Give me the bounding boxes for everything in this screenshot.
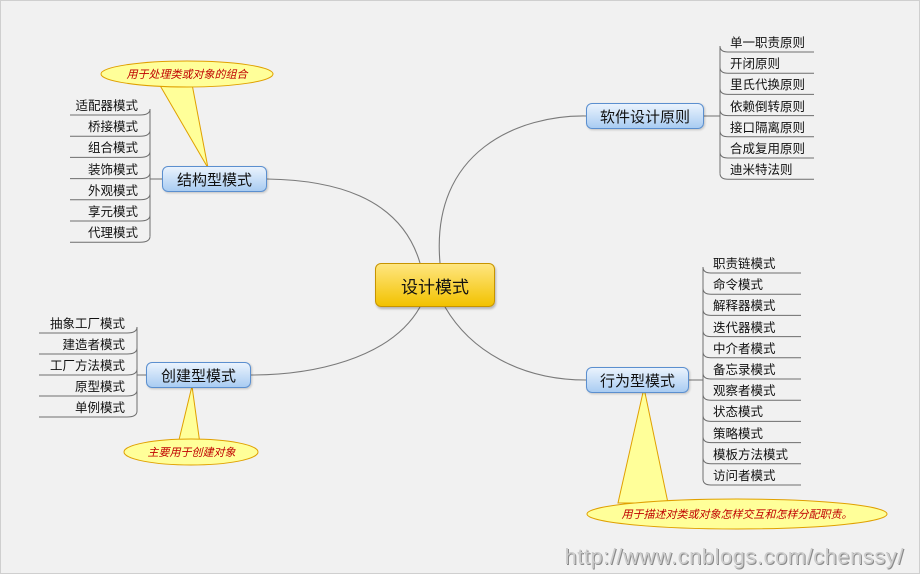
structural-item[interactable]: 组合模式 bbox=[87, 140, 138, 156]
behavioral-item[interactable]: 中介者模式 bbox=[713, 340, 776, 356]
behavioral-item[interactable]: 解释器模式 bbox=[713, 298, 776, 314]
principle-item[interactable]: 接口隔离原则 bbox=[730, 119, 806, 135]
behavioral-item[interactable]: 命令模式 bbox=[713, 277, 764, 293]
behavioral-item[interactable]: 模板方法模式 bbox=[713, 446, 789, 462]
structural-item[interactable]: 桥接模式 bbox=[87, 119, 138, 135]
principle-item[interactable]: 迪米特法则 bbox=[730, 162, 793, 178]
structural-item[interactable]: 适配器模式 bbox=[75, 98, 138, 113]
branch-creational-patterns[interactable]: 创建型模式 bbox=[146, 362, 251, 388]
principle-item[interactable]: 依赖倒转原则 bbox=[730, 98, 806, 114]
callout-structural-note: 用于处理类或对象的组合 bbox=[126, 68, 248, 81]
central-topic-design-patterns[interactable]: 设计模式 bbox=[375, 263, 495, 307]
principle-item[interactable]: 合成复用原则 bbox=[730, 141, 806, 156]
structural-item[interactable]: 装饰模式 bbox=[87, 161, 138, 177]
behavioral-item[interactable]: 迭代器模式 bbox=[713, 319, 776, 335]
behavioral-item[interactable]: 备忘录模式 bbox=[713, 362, 776, 377]
structural-item[interactable]: 外观模式 bbox=[87, 182, 138, 198]
callout-bubble bbox=[586, 387, 888, 530]
creational-item[interactable]: 原型模式 bbox=[74, 379, 125, 394]
callout-bubble bbox=[123, 385, 259, 466]
callout-creational-note: 主要用于创建对象 bbox=[147, 446, 236, 459]
creational-item[interactable]: 单例模式 bbox=[74, 400, 125, 415]
branch-behavioral-patterns[interactable]: 行为型模式 bbox=[586, 367, 689, 393]
behavioral-item[interactable]: 访问者模式 bbox=[713, 468, 776, 483]
structural-item[interactable]: 享元模式 bbox=[87, 204, 138, 219]
callout-behavioral-note: 用于描述对类或对象怎样交互和怎样分配职责。 bbox=[621, 508, 853, 521]
creational-item[interactable]: 抽象工厂模式 bbox=[49, 316, 125, 331]
creational-item[interactable]: 工厂方法模式 bbox=[49, 358, 125, 373]
behavioral-item[interactable]: 策略模式 bbox=[713, 425, 764, 441]
principle-item[interactable]: 单一职责原则 bbox=[730, 35, 806, 50]
watermark-url: http://www.cnblogs.com/chenssy/ bbox=[564, 544, 904, 569]
behavioral-item[interactable]: 观察者模式 bbox=[713, 383, 776, 399]
principle-item[interactable]: 开闭原则 bbox=[730, 56, 781, 72]
behavioral-item[interactable]: 职责链模式 bbox=[713, 256, 776, 271]
principle-item[interactable]: 里氏代换原则 bbox=[730, 77, 806, 93]
structural-item[interactable]: 代理模式 bbox=[87, 225, 138, 241]
creational-item[interactable]: 建造者模式 bbox=[62, 337, 125, 352]
behavioral-item[interactable]: 状态模式 bbox=[713, 404, 764, 420]
callout-bubble bbox=[100, 60, 274, 169]
branch-software-design-principles[interactable]: 软件设计原则 bbox=[586, 103, 704, 129]
branch-structural-patterns[interactable]: 结构型模式 bbox=[162, 166, 267, 192]
